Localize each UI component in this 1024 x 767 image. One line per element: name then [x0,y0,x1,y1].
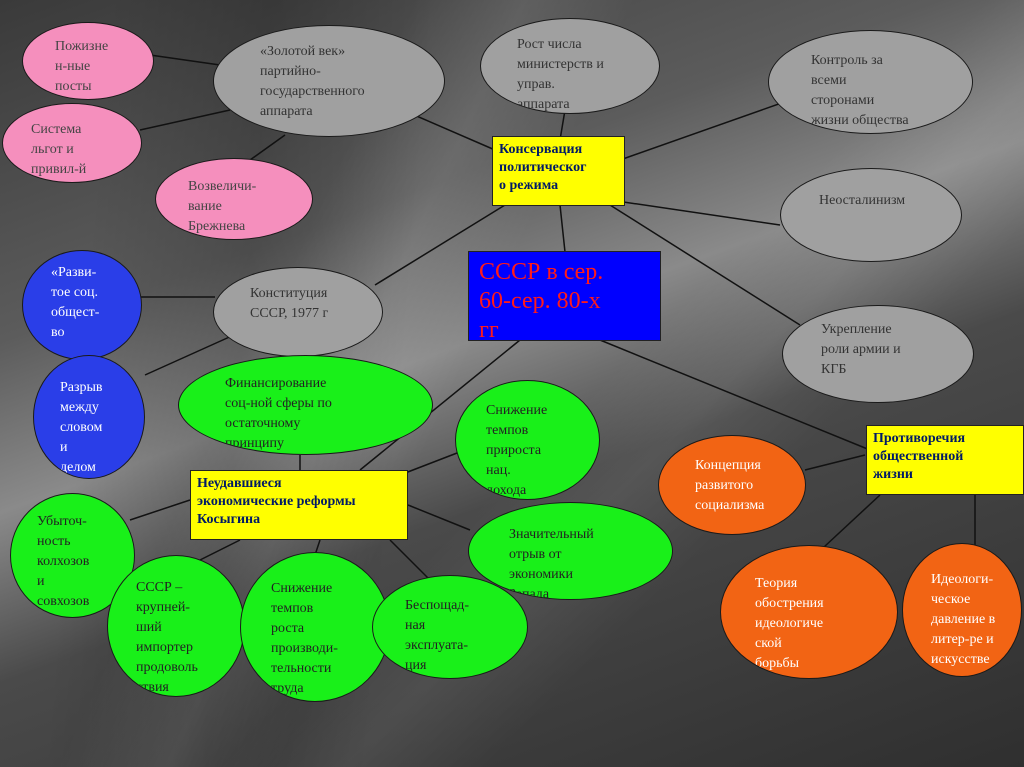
hub-politics: Консервация политическог о режима [492,136,625,206]
link-golden-brezhnev [249,134,286,161]
node-brezhnev: Возвеличи- вание Брежнева [155,158,313,240]
node-ministries: Рост числа министерств и управ. аппарата [480,18,660,114]
node-importer: СССР – крупней- ший импортер продоволь с… [107,555,245,697]
center-title: СССР в сер. 60-сер. 80-х гг [468,251,661,343]
link-politics-army [609,204,801,326]
link-economy-lag [407,504,471,531]
link-center-economy [359,339,521,471]
link-politics-center [559,204,566,253]
link-economy-importer [199,539,241,561]
node-privileges: Система льгот и привил-й [2,103,142,183]
node-constitution: Конституция СССР, 1977 г [213,267,383,357]
link-golden-lifetime [149,54,221,66]
node-army-kgb: Укрепление роли армии и КГБ [782,305,974,403]
link-economy-exploitation [389,539,431,581]
link-center-society [599,339,871,451]
node-ideological-pressure: Идеологи- ческое давление в литер-ре и и… [902,543,1022,677]
node-golden-age: «Золотой век» партийно- государственного… [213,25,445,137]
node-productivity: Снижение темпов роста производи- тельнос… [240,552,390,702]
link-golden-privileges [139,109,231,131]
link-politics-neostalinism [609,199,781,226]
hub-society: Противоречия общественной жизни [866,425,1024,495]
link-politics-ministries [559,109,566,141]
link-politics-constitution [374,204,506,286]
node-lifetime-posts: Пожизне н-ные посты [22,22,154,100]
link-politics-control [619,99,791,161]
node-control: Контроль за всеми сторонами жизни общест… [768,30,973,134]
node-developed-socialism: Концепция развитого социализма [658,435,806,535]
link-society-socialism [804,454,866,471]
node-word-deed: Разрыв между словом и делом [33,355,145,479]
node-neostalinism: Неосталинизм [780,168,962,262]
hub-economy: Неудавшиеся экономические реформы Косыги… [190,470,408,540]
node-developed-society: «Разви- тое соц. общест- во [22,250,142,360]
node-income-growth: Снижение темпов прироста нац. дохода [455,380,600,500]
node-ideological-struggle: Теория обострения идеологиче ской борьбы [720,545,898,679]
node-lag-west: Значительный отрыв от экономики Запада [468,502,673,600]
node-social-funding: Финансирование соц-ной сферы по остаточн… [178,355,433,455]
link-economy-unprofitable [129,499,191,521]
node-unprofitable: Убыточ- ность колхозов и совхозов [10,493,135,618]
node-exploitation: Беспощад- ная эксплуата- ция природной с… [372,575,528,679]
